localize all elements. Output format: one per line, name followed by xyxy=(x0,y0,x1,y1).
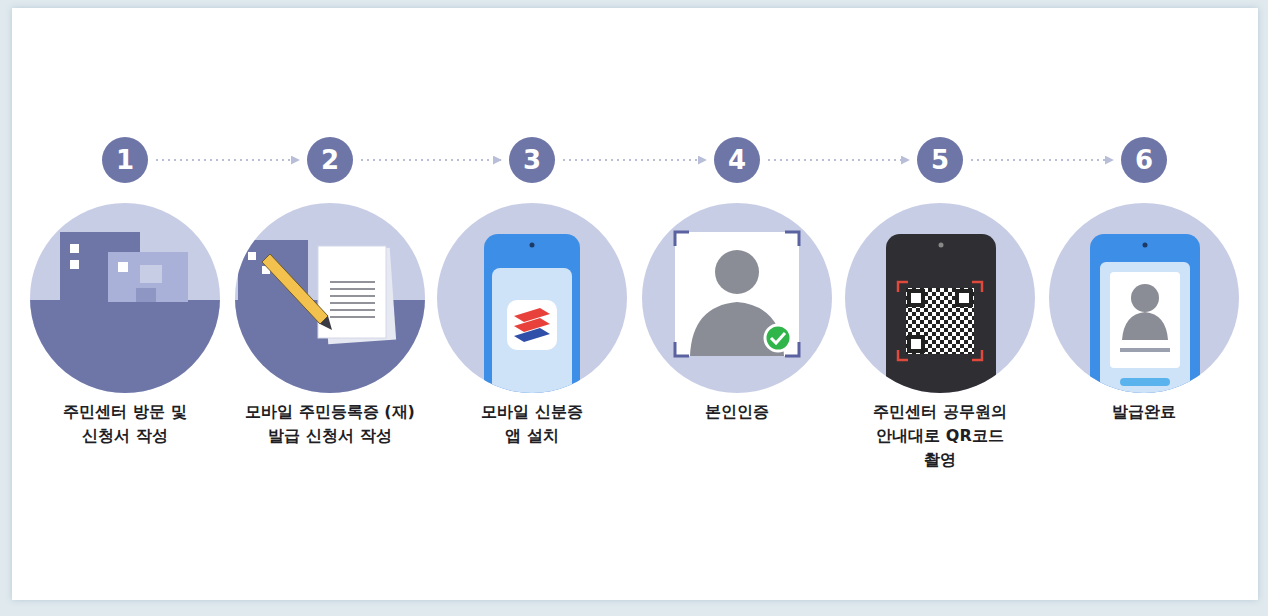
step-number: 5 xyxy=(931,147,949,173)
step-number-circle: 1 xyxy=(102,137,148,183)
app-install-illustration xyxy=(437,203,627,414)
application-form-illustration xyxy=(225,203,435,400)
step-caption: 모바일 주민등록증 (재)발급 신청서 작성 xyxy=(245,400,415,448)
step-caption: 모바일 신분증 앱 설치 xyxy=(472,400,592,448)
step-number: 3 xyxy=(523,147,541,173)
step-number-circle: 4 xyxy=(714,137,760,183)
dotted-arrow xyxy=(156,159,299,161)
step-caption: 발급완료 xyxy=(1084,400,1204,424)
dotted-arrow xyxy=(361,159,501,161)
dotted-arrow xyxy=(971,159,1113,161)
step-number: 2 xyxy=(321,147,339,173)
issued-id-illustration xyxy=(1049,203,1239,414)
dotted-arrow xyxy=(563,159,706,161)
step-caption: 주민센터 공무원의 안내대로 QR코드 촬영 xyxy=(860,400,1020,472)
step-number: 4 xyxy=(728,147,746,173)
building-illustration xyxy=(20,203,230,400)
step-number: 1 xyxy=(116,147,134,173)
step-number-circle: 3 xyxy=(509,137,555,183)
identity-check-illustration xyxy=(642,203,832,393)
step-number: 6 xyxy=(1135,147,1153,173)
dotted-arrow xyxy=(768,159,909,161)
step-number-circle: 6 xyxy=(1121,137,1167,183)
step-number-circle: 2 xyxy=(307,137,353,183)
step-number-circle: 5 xyxy=(917,137,963,183)
step-caption: 주민센터 방문 및 신청서 작성 xyxy=(50,400,200,448)
qr-scan-illustration xyxy=(845,203,1035,414)
step-caption: 본인인증 xyxy=(677,400,797,424)
